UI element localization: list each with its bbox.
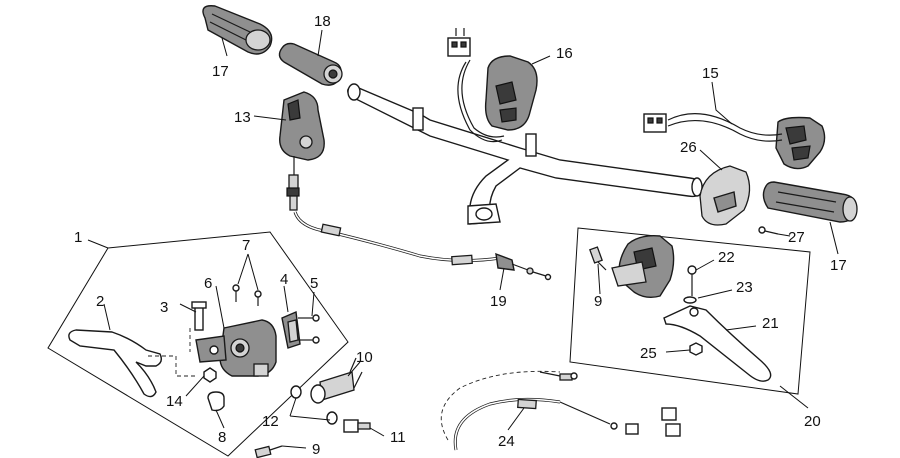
throttle-cable — [286, 174, 552, 281]
clamp-4 — [281, 310, 301, 349]
callout-17-right: 17 — [830, 257, 847, 274]
callout-19: 19 — [490, 293, 507, 310]
callout-22: 22 — [718, 249, 735, 266]
right-handlebar-grip — [762, 181, 858, 223]
callout-18: 18 — [314, 13, 331, 30]
callout-9-right: 9 — [594, 293, 602, 310]
throttle-control-housing — [279, 91, 325, 178]
cap-8 — [207, 391, 225, 412]
nut-25 — [689, 342, 703, 356]
screw-27 — [758, 226, 779, 235]
callout-21: 21 — [762, 315, 779, 332]
banjo-bolt-11 — [343, 419, 371, 433]
callout-17-left: 17 — [212, 63, 229, 80]
callout-4: 4 — [280, 271, 288, 288]
front-brake-lever — [68, 329, 163, 398]
leader-lines — [87, 29, 839, 449]
callout-15: 15 — [702, 65, 719, 82]
left-handlebar-grip — [202, 5, 273, 55]
callout-24: 24 — [498, 433, 515, 450]
pivot-bolt-3 — [191, 301, 207, 331]
callout-labels: 1 2 3 4 5 6 7 8 9 9 10 11 12 13 14 15 16… — [74, 13, 847, 458]
left-handlebar-switch — [643, 113, 826, 170]
rear-brake-lever — [663, 305, 772, 382]
callout-9-left: 9 — [312, 441, 320, 458]
nut-14 — [203, 367, 217, 383]
front-brake-master-cylinder-frame — [47, 231, 349, 457]
callout-14: 14 — [166, 393, 183, 410]
callout-8: 8 — [218, 429, 226, 446]
screws-5 — [298, 314, 320, 344]
brake-switch-9-left — [254, 445, 283, 458]
banjo-hose-fitting-10 — [310, 357, 363, 404]
callout-3: 3 — [160, 299, 168, 316]
right-handlebar-switch — [447, 28, 538, 143]
rear-brake-lever-bracket — [611, 234, 675, 299]
callout-11: 11 — [390, 429, 406, 446]
callout-12: 12 — [262, 413, 279, 430]
callout-10: 10 — [356, 349, 373, 366]
throttle-sleeve — [278, 42, 343, 86]
rear-brake-cable — [440, 370, 618, 451]
rear-brake-lever-frame — [569, 227, 811, 395]
callout-7: 7 — [242, 237, 250, 254]
callout-6: 6 — [204, 275, 212, 292]
screw-22 — [687, 265, 697, 296]
callout-13: 13 — [234, 109, 251, 126]
handlebar-tube — [347, 83, 703, 225]
master-cylinder — [195, 319, 277, 377]
callout-2: 2 — [96, 293, 104, 310]
callout-1: 1 — [74, 229, 82, 246]
callout-16: 16 — [556, 45, 573, 62]
callout-23: 23 — [736, 279, 753, 296]
switch-9-right — [589, 246, 607, 271]
callout-25: 25 — [640, 345, 657, 362]
callout-27: 27 — [788, 229, 805, 246]
washer-23 — [683, 296, 697, 304]
switch-cover-plate — [699, 165, 751, 226]
adjuster-fittings — [625, 407, 681, 437]
callout-26: 26 — [680, 139, 697, 156]
screws-7 — [232, 284, 262, 306]
callout-5: 5 — [310, 275, 318, 292]
callout-20: 20 — [804, 413, 821, 430]
